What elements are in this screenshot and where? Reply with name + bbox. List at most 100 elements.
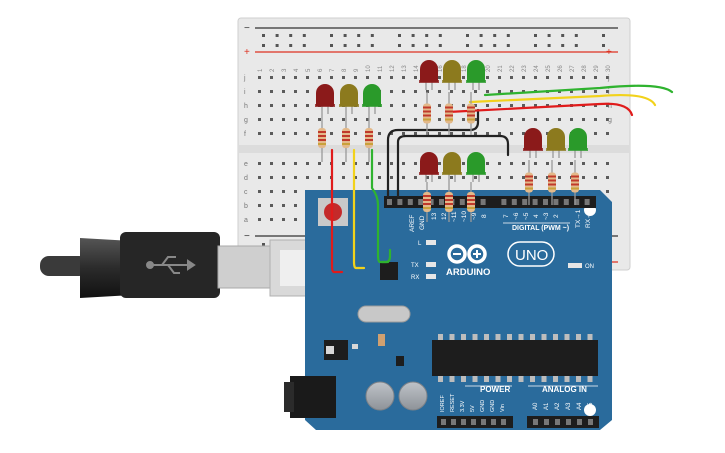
strip-hole (594, 76, 597, 79)
column-number: 6 (318, 68, 324, 72)
strip-hole (546, 76, 549, 79)
strip-hole (402, 176, 405, 179)
strip-hole (546, 118, 549, 121)
strip-hole (282, 118, 285, 121)
wire-black-2[interactable] (396, 134, 510, 198)
arduino-brand: ARDUINO (446, 267, 490, 278)
strip-hole (498, 90, 501, 93)
led-rim (315, 104, 335, 107)
strip-hole (462, 104, 465, 107)
row-letter-b: b (244, 203, 248, 210)
uno-badge (507, 241, 555, 267)
strip-hole (594, 132, 597, 135)
strip-hole (438, 162, 441, 165)
led-yellow-top (442, 60, 462, 90)
strip-hole (570, 118, 573, 121)
rail-hole (574, 44, 578, 47)
strip-hole (402, 132, 405, 135)
chip-pin (530, 376, 535, 382)
led-tx (426, 262, 436, 267)
wire-green-right[interactable] (483, 84, 674, 97)
strip-hole (294, 90, 297, 93)
gnd-label: GND (419, 215, 426, 230)
led-green-top (466, 60, 486, 90)
led-body (420, 60, 438, 82)
column-number: 13 (402, 65, 408, 72)
row-letter-h: h (244, 103, 248, 110)
strip-hole (606, 132, 609, 135)
strip-hole (450, 90, 453, 93)
header-pin (543, 199, 548, 205)
rail-hole (561, 34, 565, 37)
resistor-band (445, 114, 453, 117)
led-rim (568, 148, 588, 151)
strip-hole (366, 118, 369, 121)
row-letter-a: a (244, 217, 248, 224)
pin-8-label: 8 (481, 214, 488, 218)
wire-red-right[interactable] (446, 102, 634, 117)
strip-hole (294, 218, 297, 221)
resistor-band (423, 195, 431, 197)
wire-green-left[interactable] (370, 148, 390, 264)
wire-yellow-left[interactable] (352, 148, 366, 270)
digital-pwm-label: DIGITAL (PWM ~) (512, 225, 569, 232)
strip-hole (594, 118, 597, 121)
chip-pin (576, 334, 581, 340)
wire-black-1[interactable] (386, 108, 480, 198)
resistor-band (467, 195, 475, 197)
resistor-band (318, 143, 326, 145)
analog-in-label: ANALOG IN (542, 385, 587, 394)
strip-hole (462, 132, 465, 135)
rail-hole (479, 44, 483, 47)
strip-hole (534, 162, 537, 165)
header-pin (387, 199, 392, 205)
strip-hole (282, 90, 285, 93)
strip-hole (522, 118, 525, 121)
digital-pin-labels: AREF GND 13 12 ~11 ~10 ~9 8 7 ~6 ~5 4 ~3… (409, 208, 592, 232)
aref-label: AREF (409, 215, 416, 232)
strip-hole (402, 104, 405, 107)
strip-hole (342, 76, 345, 79)
resistor-band (571, 187, 579, 190)
column-number: 30 (606, 65, 612, 72)
header-pin (471, 419, 476, 425)
resistor-band (423, 118, 431, 121)
led-green-right (568, 128, 588, 158)
strip-hole (282, 76, 285, 79)
strip-hole (546, 162, 549, 165)
led-rim (466, 172, 486, 175)
strip-hole (510, 176, 513, 179)
strip-hole (474, 90, 477, 93)
led-rx-label: RX (411, 275, 419, 281)
rail-hole (438, 34, 442, 37)
rail-hole (262, 44, 265, 47)
strip-hole (510, 76, 513, 79)
chip-pin (518, 376, 524, 382)
led-yellow-middle (442, 152, 462, 182)
led-red-middle (419, 152, 439, 182)
column-number: 11 (378, 65, 384, 72)
strip-hole (498, 76, 501, 79)
column-number: 9 (354, 68, 360, 72)
header-pin (533, 419, 538, 425)
header-pin (574, 199, 580, 205)
strip-hole (510, 118, 513, 121)
strip-hole (282, 176, 285, 179)
resistor-band (445, 207, 453, 209)
strip-hole (474, 132, 477, 135)
resistor-band (445, 110, 453, 113)
wire-red-left[interactable] (330, 148, 344, 274)
strip-hole (294, 118, 297, 121)
chip-pin (461, 334, 466, 340)
rail-hole (466, 44, 469, 47)
strip-hole (330, 118, 333, 121)
rail-plus-label-tr: + (606, 47, 612, 58)
atmega-chip (432, 340, 598, 376)
wire-yellow-right[interactable] (468, 93, 657, 107)
strip-hole (342, 118, 345, 121)
rail-plus-label-tl: + (244, 47, 250, 58)
strip-hole (486, 104, 489, 107)
strip-hole (390, 76, 393, 79)
resistor-band (365, 139, 373, 141)
